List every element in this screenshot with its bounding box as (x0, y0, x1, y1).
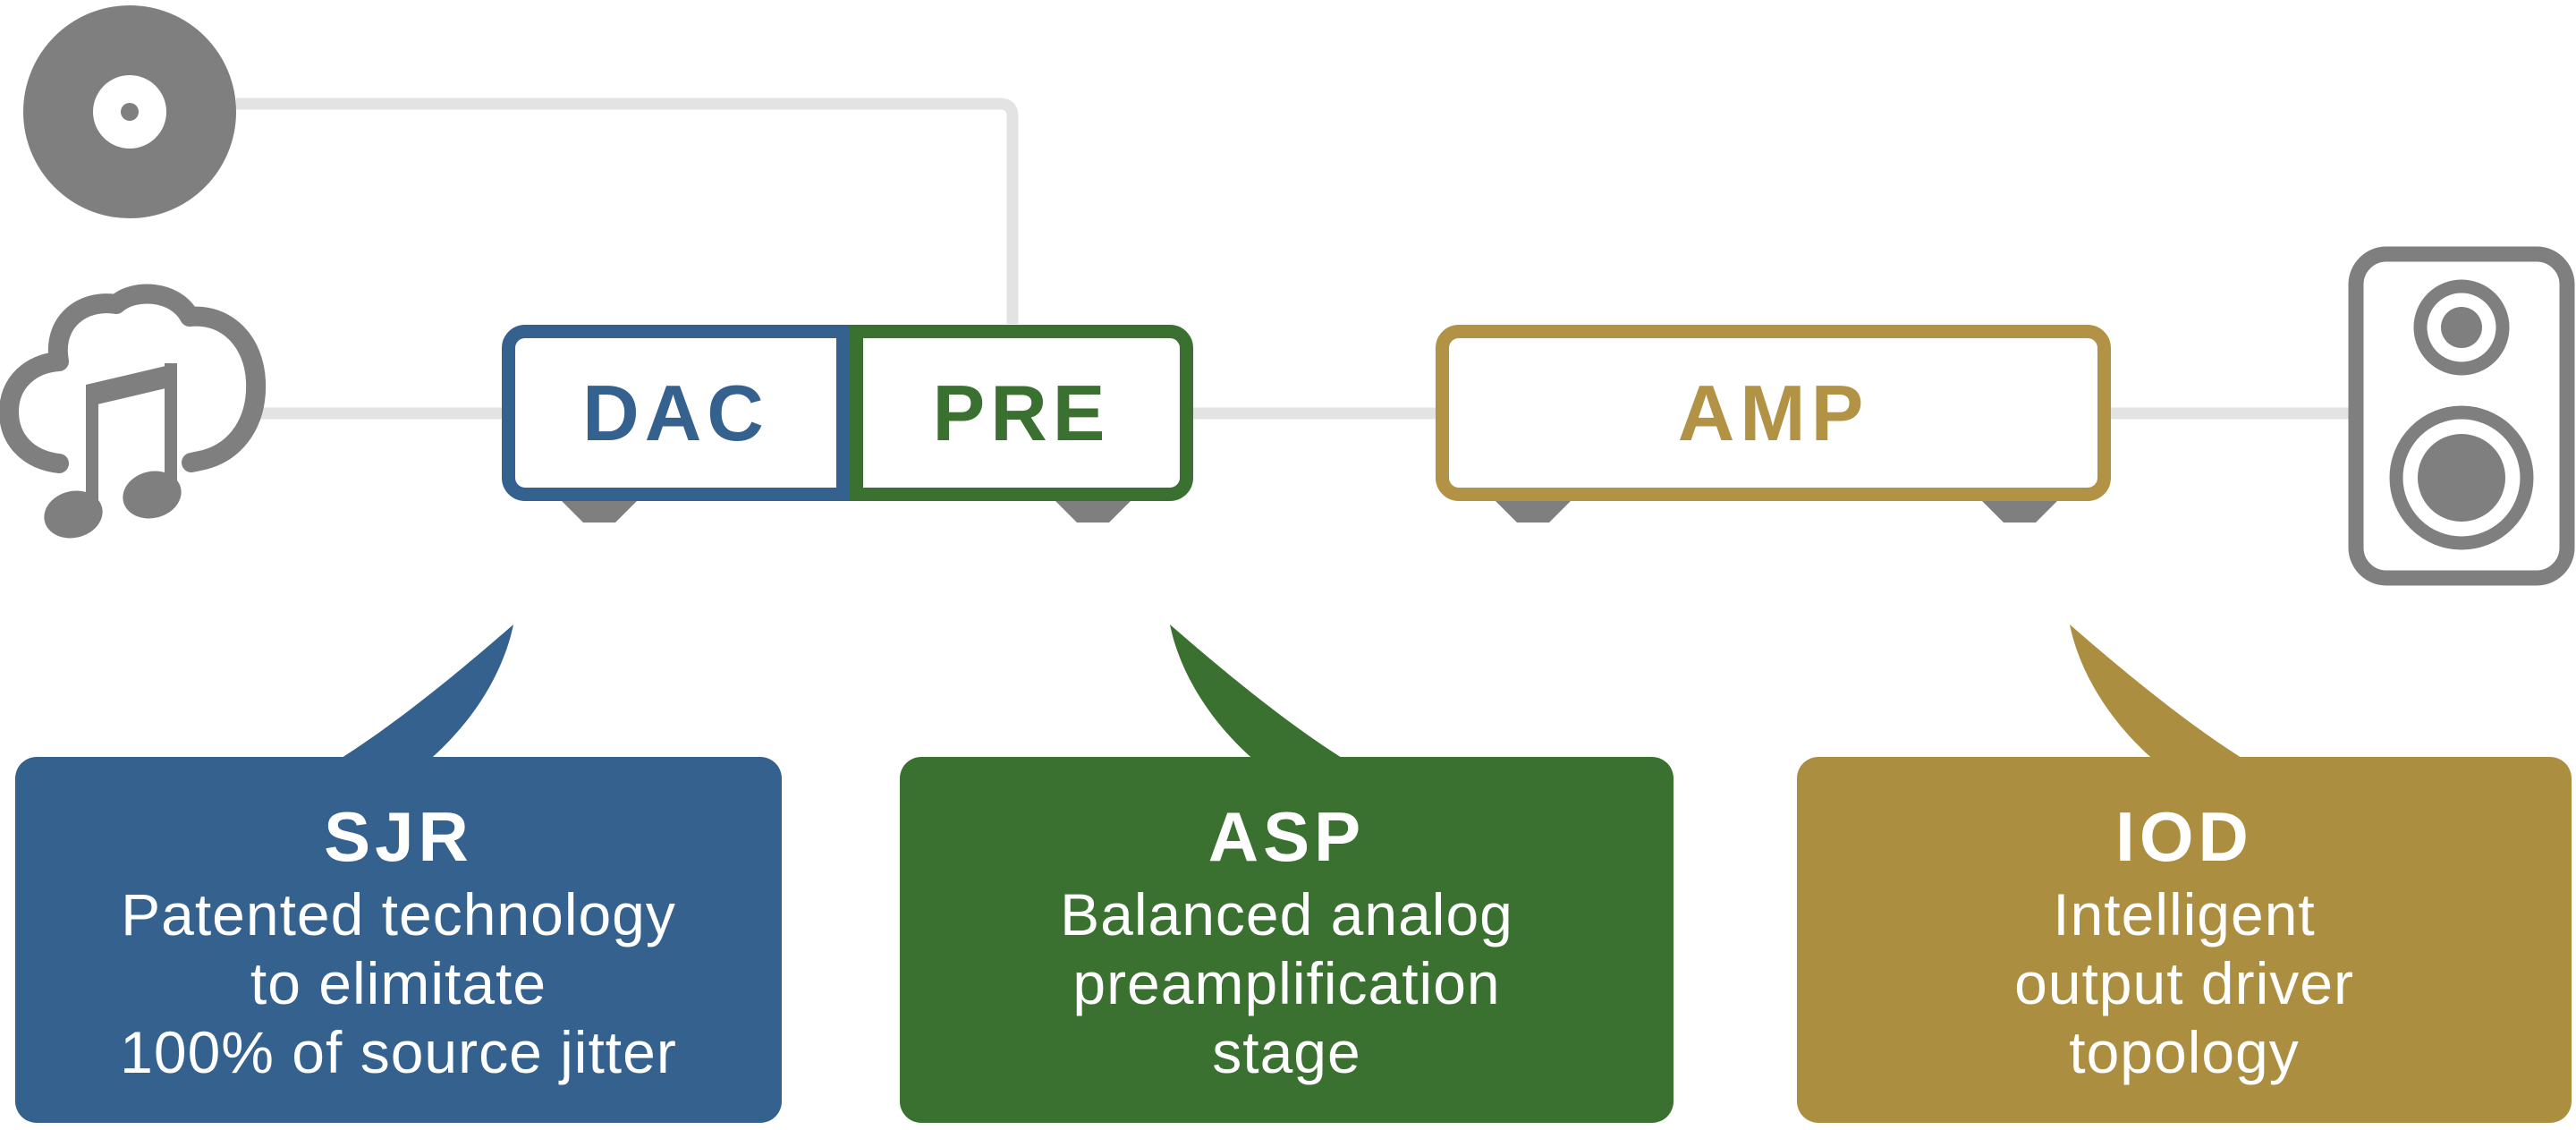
iod-callout: IOD Intelligent output driver topology (1797, 757, 2572, 1123)
iod-callout-title: IOD (2115, 797, 2253, 876)
note-stem-left (86, 385, 98, 515)
connector-lines (236, 98, 2358, 420)
vinyl-record-icon (23, 5, 236, 218)
iod-callout-tail (2070, 624, 2249, 762)
asp-callout-line-2: preamplification (1072, 950, 1501, 1016)
sjr-callout-line-2: to elimitate (250, 950, 547, 1016)
dac-foot (558, 497, 640, 523)
amp-foot-left (1492, 497, 1574, 523)
note-beam (86, 363, 177, 407)
asp-callout-line-1: Balanced analog (1060, 881, 1513, 947)
callout-tails (335, 624, 2249, 762)
asp-callout: ASP Balanced analog preamplification sta… (900, 757, 1674, 1123)
record-spindle-hole (121, 103, 139, 121)
sjr-callout-line-3: 100% of source jitter (120, 1019, 677, 1085)
note-head-left (44, 490, 103, 539)
speaker-tweeter-dome (2441, 307, 2482, 348)
asp-callout-line-3: stage (1212, 1019, 1361, 1085)
speaker-icon (2348, 246, 2575, 586)
pre-label: PRE (932, 368, 1111, 457)
cloud-music-icon (0, 284, 267, 539)
note-stem-right (165, 363, 177, 495)
pre-foot (1052, 497, 1134, 523)
sjr-callout-title: SJR (324, 797, 473, 876)
dac-label: DAC (582, 368, 769, 457)
amp-foot-right (1979, 497, 2061, 523)
note-head-right (123, 471, 182, 519)
asp-callout-tail (1170, 624, 1349, 762)
cloud-outline (0, 284, 267, 473)
amp-label: AMP (1677, 368, 1869, 457)
component-feet (558, 497, 2061, 523)
speaker-woofer-cone (2418, 434, 2505, 522)
connector-record-to-pre (236, 98, 1019, 324)
sjr-callout: SJR Patented technology to elimitate 100… (15, 757, 782, 1123)
iod-callout-line-1: Intelligent (2053, 881, 2316, 947)
pre-box: PRE (850, 325, 1193, 501)
dac-box: DAC (502, 325, 850, 501)
sjr-callout-line-1: Patented technology (121, 881, 676, 947)
music-note (44, 363, 182, 539)
amp-box: AMP (1436, 325, 2111, 501)
iod-callout-line-2: output driver (2014, 950, 2354, 1016)
sjr-callout-tail (335, 624, 513, 762)
iod-callout-line-3: topology (2069, 1019, 2300, 1085)
asp-callout-title: ASP (1208, 797, 1366, 876)
